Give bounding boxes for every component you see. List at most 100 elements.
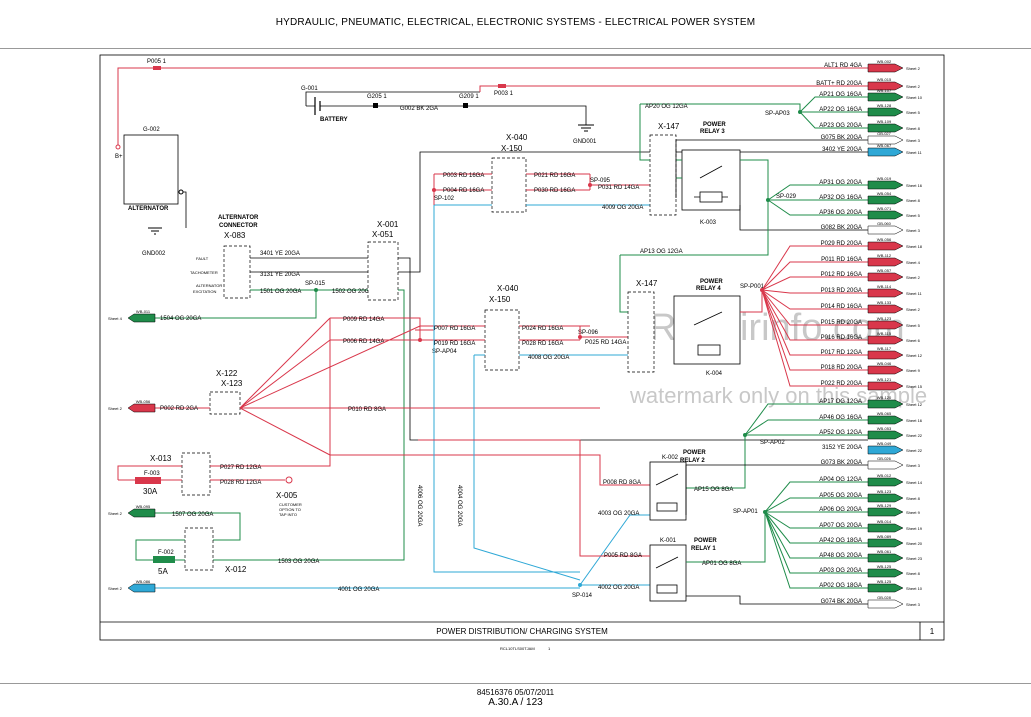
w1503-label: 1503 OG 20GA [278,559,319,565]
p010-label: P010 RD 8GA [348,407,386,413]
right-ref-sheet[interactable]: Sheet 3 [906,138,921,143]
spap03-label: SP-AP03 [765,111,790,117]
right-ref-sheet[interactable]: Sheet 5 [906,110,921,115]
x013-connector [181,452,211,496]
left-ref-sheet[interactable]: Sheet 2 [108,511,123,516]
right-ref-sheet[interactable]: Sheet 11 [906,150,922,155]
right-ref-sheet[interactable]: Sheet 3 [906,463,921,468]
v4004-label: 4004 OG 20GA [456,485,462,526]
left-ref-sheet[interactable]: Sheet 2 [108,586,123,591]
right-ref-sheet[interactable]: Sheet 9 [906,510,921,515]
x147a-connector [649,134,677,216]
relay4-num: RELAY 4 [696,286,721,292]
right-ref-sheet[interactable]: Sheet 3 [906,228,921,233]
off-sheet-arrow-icon [867,180,904,190]
right-ref-wire: AP36 OG 20GA [819,210,862,216]
right-ref-id: WB-109 [877,119,892,124]
g074-wire [686,595,868,605]
right-ref-sheet[interactable]: Sheet 4 [906,260,921,265]
spap03-fan [799,96,868,129]
right-ref-id: WB-129 [877,503,892,508]
right-ref-sheet[interactable]: Sheet 20 [906,541,923,546]
right-ref-sheet[interactable]: Sheet 8 [906,496,921,501]
left-ref-sheet[interactable]: Sheet 4 [108,316,123,321]
right-ref-sheet[interactable]: Sheet 18 [906,244,923,249]
battery-ground-wire [306,105,587,125]
off-sheet-arrow-icon [867,553,904,563]
right-ref-sheet[interactable]: Sheet 5 [906,323,921,328]
right-ref-sheet[interactable]: Sheet 11 [906,291,922,296]
right-ref-sheet[interactable]: Sheet 14 [906,480,923,485]
right-ref-sheet[interactable]: Sheet 10 [906,586,923,591]
off-sheet-arrow-icon [867,445,904,455]
right-ref-sheet[interactable]: Sheet 10 [906,95,923,100]
x005-note3: TAP INTO [279,512,297,517]
p030-label: P030 RD 16GA [534,188,575,194]
right-ref-sheet[interactable]: Sheet 12 [906,402,923,407]
spp001-label: SP-P001 [740,284,765,290]
x147b-connector [627,291,655,373]
off-sheet-arrow-icon [867,477,904,487]
alternator-label: ALTERNATOR [128,206,169,212]
off-sheet-arrow-icon [127,403,156,413]
w1501-label: 1501 OG 20GA [260,289,301,295]
right-ref-sheet[interactable]: Sheet 22 [906,433,923,438]
alt1-wire [117,67,868,145]
right-ref-sheet[interactable]: Sheet 23 [906,556,923,561]
right-ref-sheet[interactable]: Sheet 6 [906,338,921,343]
right-ref-id: GB-027 [877,131,892,136]
right-ref-sheet[interactable]: Sheet 16 [906,183,923,188]
right-ref-sheet[interactable]: Sheet 2 [906,84,921,89]
off-sheet-arrow-icon [867,135,904,145]
g205-connector [373,103,378,108]
right-ref-id: WB-121 [877,377,892,382]
right-ref-sheet[interactable]: Sheet 9 [906,368,921,373]
right-ref-sheet[interactable]: Sheet 8 [906,571,921,576]
off-sheet-arrow-icon [867,210,904,220]
right-ref-wire: AP42 OG 18GA [819,538,862,544]
off-sheet-arrow-icon [867,320,904,330]
right-ref-sheet[interactable]: Sheet 12 [906,353,923,358]
right-ref-sheet[interactable]: Sheet 15 [906,384,923,389]
alt-conn-name2: CONNECTOR [219,223,258,229]
right-ref-wire: G082 BK 20GA [821,225,862,231]
spap01-label: SP-AP01 [733,509,758,515]
right-ref-id: WB-054 [877,191,892,196]
right-ref-sheet[interactable]: Sheet 8 [906,198,921,203]
relay3-num: RELAY 3 [700,129,725,135]
off-sheet-arrow-icon [867,107,904,117]
alt-conn-pin-tach: TACHOMETER [190,270,218,275]
battery-label: BATTERY [320,117,348,123]
relay2-body [649,461,687,521]
right-ref-id: WB-115 [877,331,892,336]
right-ref-sheet[interactable]: Sheet 16 [906,418,923,423]
right-ref-id: WB-114 [877,284,892,289]
right-ref-sheet[interactable]: Sheet 3 [906,602,921,607]
right-ref-sheet[interactable]: Sheet 2 [906,275,921,280]
left-ref-id: WB-011 [136,309,151,314]
ap13-drop [619,255,628,313]
x005-terminal [285,476,293,484]
right-ref-sheet[interactable]: Sheet 2 [906,307,921,312]
right-ref-id: WB-107 [877,88,892,93]
right-ref-sheet[interactable]: Sheet 22 [906,448,923,453]
right-ref-sheet[interactable]: Sheet 2 [906,66,921,71]
ap13-label: AP13 OG 12GA [640,249,683,255]
relay3-name: POWER [703,122,726,128]
off-sheet-arrow-icon [867,415,904,425]
right-ref-wire: AP23 OG 20GA [819,123,862,129]
off-sheet-arrow-icon [127,313,156,323]
right-ref-wire: AP17 OG 12GA [819,399,862,405]
right-ref-wire: P014 RD 16GA [821,304,862,310]
left-ref-sheet[interactable]: Sheet 2 [108,406,123,411]
alternator-body [123,134,179,205]
right-ref-sheet[interactable]: Sheet 5 [906,213,921,218]
right-ref-sheet[interactable]: Sheet 8 [906,126,921,131]
right-ref-id: WB-125 [877,564,892,569]
p027-wire [117,455,331,480]
right-ref-sheet[interactable]: Sheet 19 [906,526,923,531]
f002-id: F-002 [158,550,174,556]
